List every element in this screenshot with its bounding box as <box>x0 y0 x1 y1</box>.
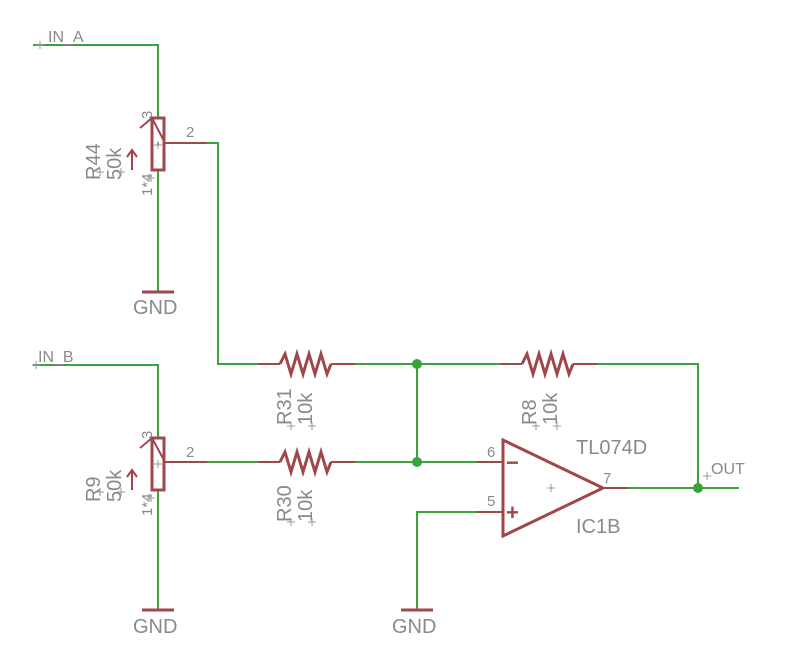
resistor-r30 <box>258 446 356 478</box>
r30-origin-marks <box>287 518 316 526</box>
r9-pin-top: 3 <box>139 431 156 439</box>
resistor-r8 <box>500 348 598 380</box>
potentiometer-r44 <box>126 116 207 172</box>
wire-noninv-gnd <box>416 511 478 611</box>
net-label-out: OUT <box>711 461 745 478</box>
opamp-value: TL074D <box>576 437 647 459</box>
r9-name: R9 <box>83 476 105 502</box>
opamp-ic1b <box>477 437 628 539</box>
r44-name: R44 <box>83 143 105 180</box>
in-b-origin-mark <box>32 361 40 369</box>
r30-name: R30 <box>274 485 296 522</box>
opamp-name: IC1B <box>576 516 620 538</box>
potentiometer-r9 <box>126 436 207 492</box>
r9-pin-bottom: 1*4 <box>139 493 156 516</box>
opamp-pin-inv: 6 <box>487 444 495 461</box>
opamp-pin-out: 7 <box>603 470 611 487</box>
r31-value: 10k <box>295 392 317 425</box>
opamp-noninv-symbol: + <box>506 500 519 525</box>
gnd-label-r9: GND <box>133 616 177 638</box>
r8-origin-marks <box>532 422 561 430</box>
junction-node-inv <box>412 457 422 467</box>
r9-pin-wiper: 2 <box>186 444 194 461</box>
r8-name: R8 <box>519 399 541 425</box>
opamp-pin-noninv: 5 <box>487 493 495 510</box>
r8-value: 10k <box>540 392 562 425</box>
resistor-r31 <box>258 348 356 380</box>
r30-value: 10k <box>295 489 317 522</box>
r44-pin-wiper: 2 <box>186 124 194 141</box>
wire-in-b <box>33 364 159 439</box>
wire-r8-out <box>597 363 699 489</box>
r31-name: R31 <box>274 388 296 425</box>
r44-pin-bottom: 1*4 <box>139 173 156 196</box>
r9-origin-marks <box>96 488 155 502</box>
r31-origin-marks <box>287 422 316 430</box>
junction-node-top <box>412 359 422 369</box>
opamp-inv-symbol: − <box>506 450 519 475</box>
wires <box>33 44 739 611</box>
wire-r44-wiper <box>206 142 259 365</box>
net-label-in-a: IN_A <box>48 29 84 46</box>
wire-in-a <box>33 44 159 119</box>
out-origin-mark <box>703 472 711 480</box>
net-label-in-b: IN_B <box>38 349 74 366</box>
gnd-label-r44: GND <box>133 297 177 319</box>
r44-value: 50k <box>104 147 126 180</box>
junction-out <box>693 483 703 493</box>
gnd-label-opamp: GND <box>392 616 436 638</box>
r44-origin-marks <box>96 168 155 182</box>
in-a-origin-mark <box>36 41 44 49</box>
r44-pin-top: 3 <box>139 111 156 119</box>
r9-value: 50k <box>104 469 126 502</box>
